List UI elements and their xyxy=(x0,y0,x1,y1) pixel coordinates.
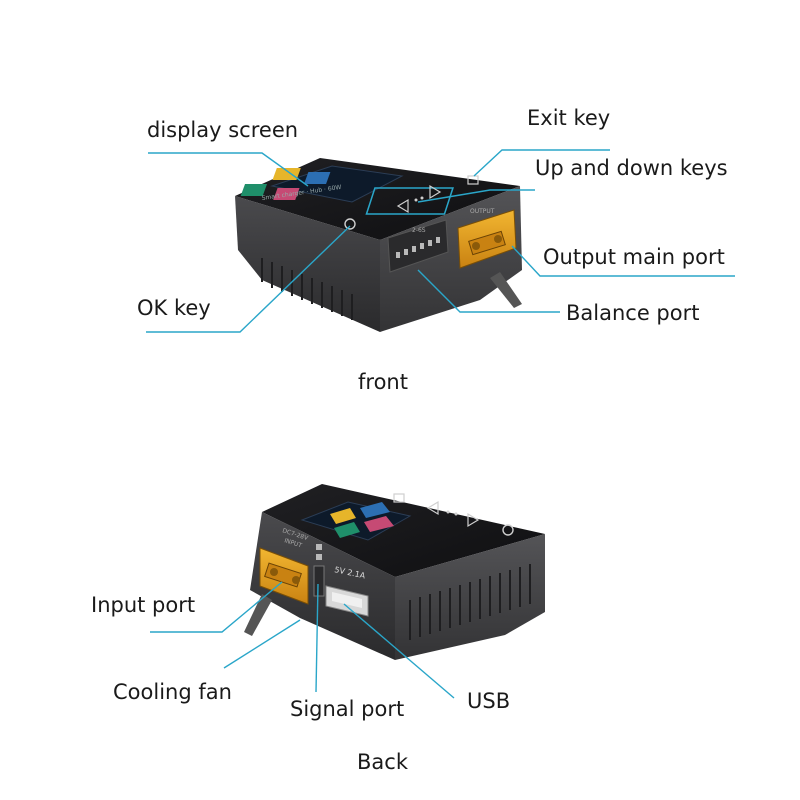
front-leader-lines xyxy=(146,149,735,333)
front-left-side xyxy=(235,196,380,332)
label-display-screen: display screen xyxy=(147,118,299,142)
balance-port xyxy=(387,219,449,273)
down-key-icon xyxy=(429,184,442,200)
balance-port-label: 2-6S xyxy=(412,227,426,234)
up-down-keys-highlight xyxy=(365,187,454,215)
label-exit-key: Exit key xyxy=(527,106,611,130)
screen-tile-charge xyxy=(272,168,301,180)
balance-port-pins xyxy=(396,237,440,258)
label-signal-port: Signal port xyxy=(290,697,405,721)
caption-back: Back xyxy=(357,750,408,774)
caption-front: front xyxy=(358,370,408,394)
signal-port xyxy=(313,565,325,597)
back-vent-slots xyxy=(409,564,531,640)
back-top-face xyxy=(262,484,545,577)
ok-key-icon xyxy=(344,218,356,230)
label-input-port: Input port xyxy=(91,593,196,617)
output-port-label: OUTPUT xyxy=(470,208,495,215)
exit-key-icon xyxy=(467,175,479,185)
screen-tile-settings xyxy=(273,188,300,200)
front-stand xyxy=(490,272,522,308)
back-exit-key-icon xyxy=(393,493,405,503)
front-device: Smart charger · Hub · 60W 2-6S OUTPUT xyxy=(235,158,522,332)
back-ok-key-icon xyxy=(502,524,514,536)
back-leader-lines xyxy=(150,581,455,699)
label-balance-port: Balance port xyxy=(566,301,700,325)
back-device: DC7-28V INPUT 5V 2.1A xyxy=(244,484,545,660)
back-stand xyxy=(244,594,272,636)
label-up-down-keys: Up and down keys xyxy=(535,156,728,180)
label-output-main-port: Output main port xyxy=(543,245,725,269)
front-vent-slots xyxy=(261,258,353,320)
screen-tile-output xyxy=(240,184,268,196)
up-key-icon xyxy=(396,198,409,214)
label-cooling-fan: Cooling fan xyxy=(113,680,232,704)
label-ok-key: OK key xyxy=(137,296,211,320)
screen-tile-resource xyxy=(304,172,331,184)
label-usb: USB xyxy=(467,689,511,713)
